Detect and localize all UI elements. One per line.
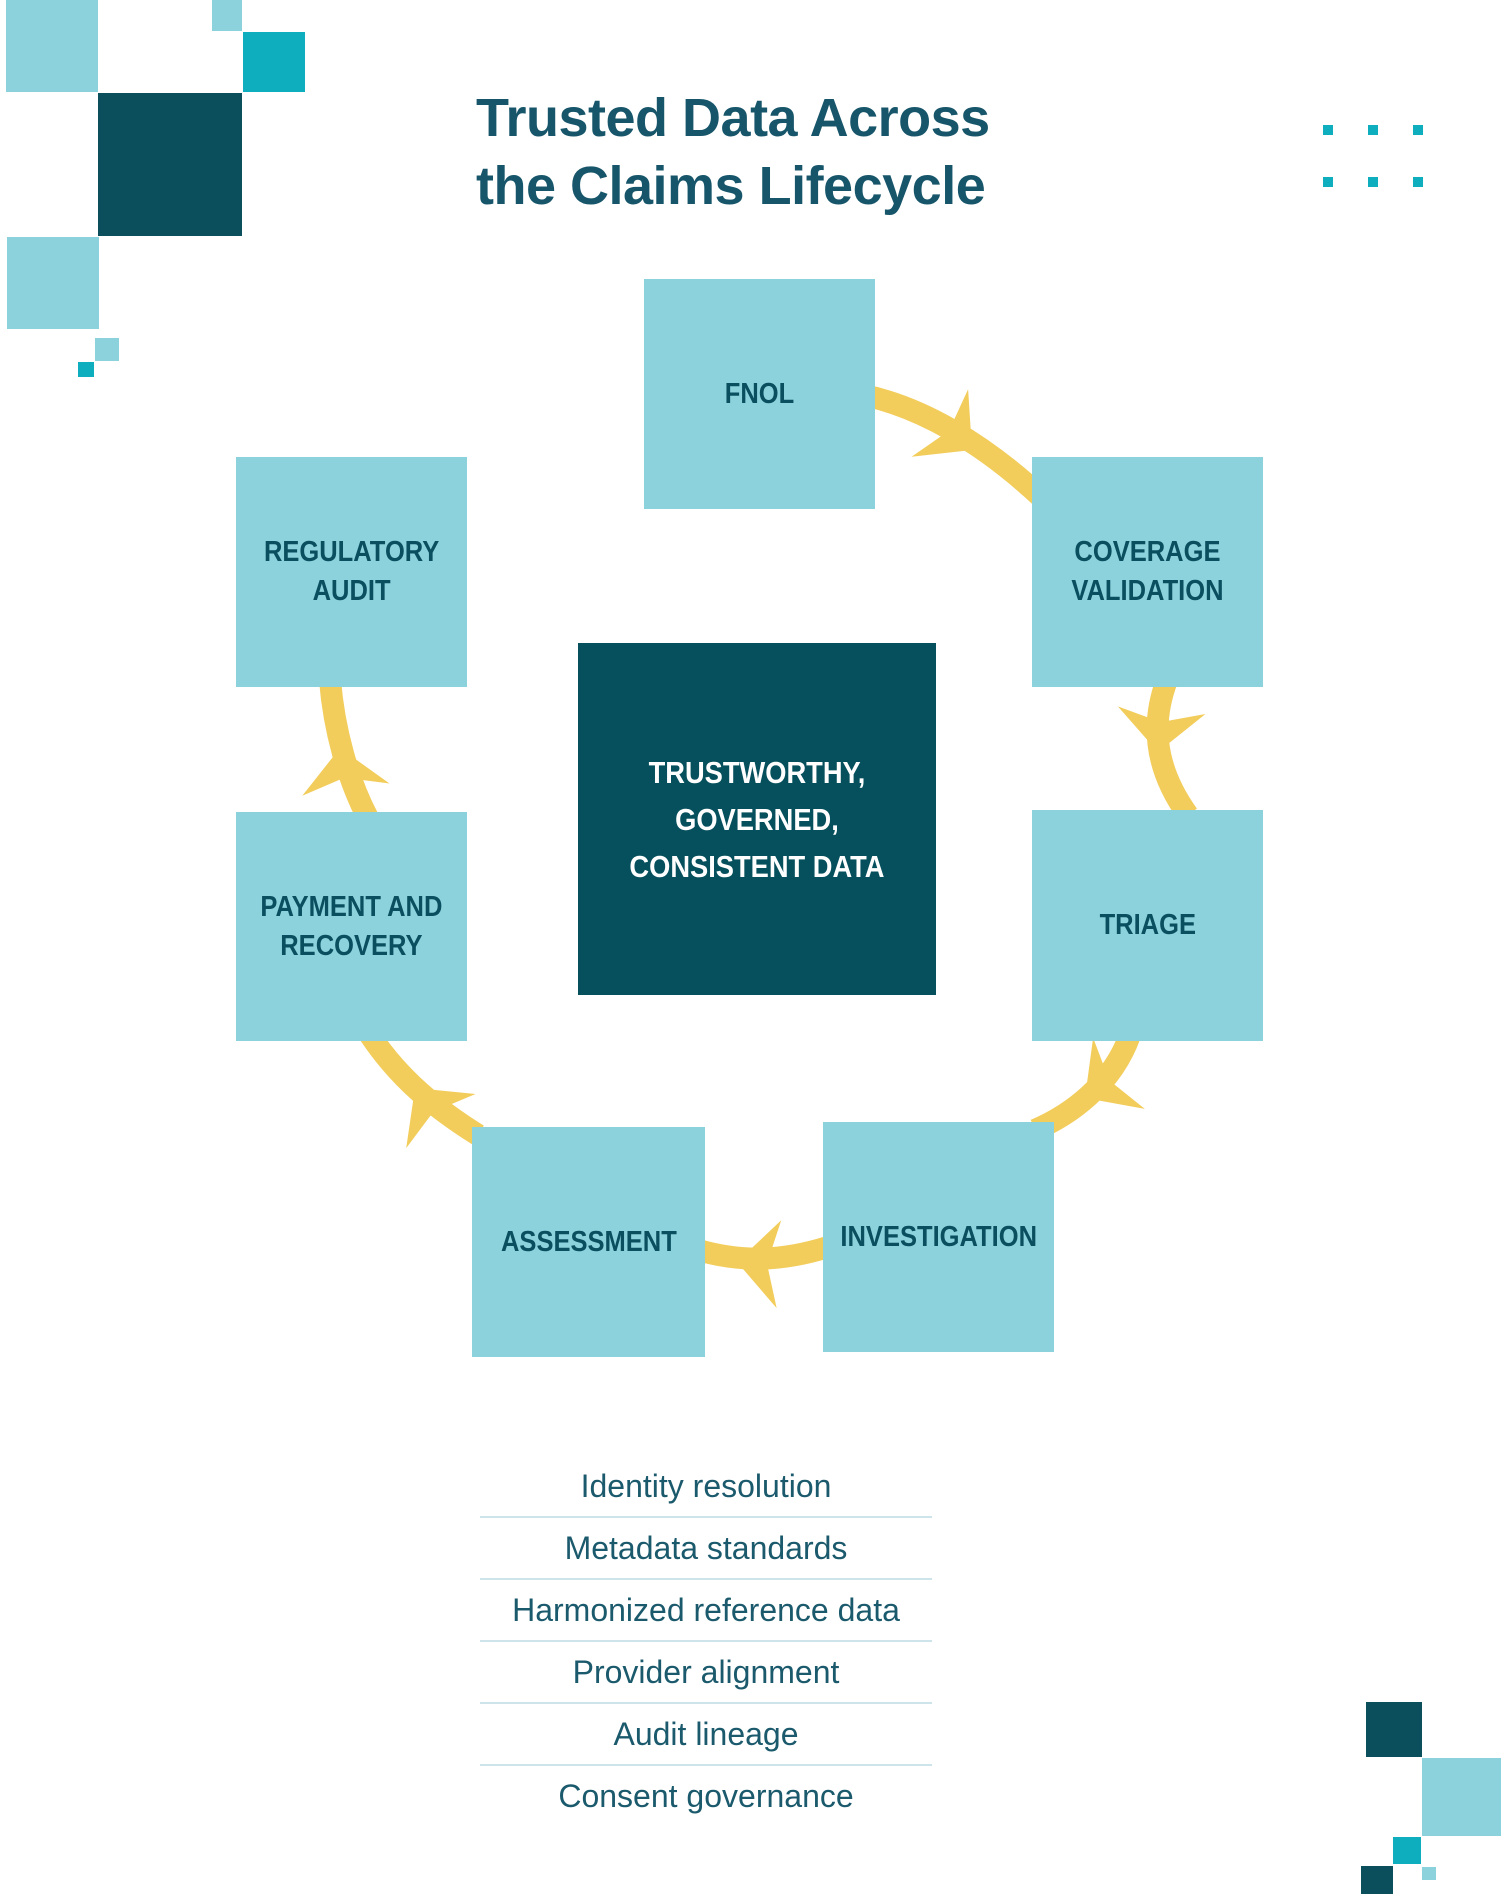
stage-box-fnol: FNOL bbox=[644, 279, 875, 509]
stage-box-payment-and-recovery: PAYMENT AND RECOVERY bbox=[236, 812, 467, 1041]
decor-square-dark bbox=[1366, 1702, 1422, 1757]
stage-label-regulatory-audit: REGULATORY AUDIT bbox=[263, 536, 440, 607]
decor-square-light bbox=[7, 237, 99, 329]
center-data-box: TRUSTWORTHY, GOVERNED, CONSISTENT DATA bbox=[578, 643, 936, 995]
page-title-line2: the Claims Lifecycle bbox=[476, 156, 986, 216]
arrowhead-investigation-to-assessment bbox=[737, 1220, 782, 1309]
page-title: Trusted Data Across the Claims Lifecycle bbox=[476, 84, 990, 220]
page-title-line1: Trusted Data Across bbox=[476, 88, 990, 148]
stage-box-regulatory-audit: REGULATORY AUDIT bbox=[236, 457, 467, 687]
list-item: Identity resolution bbox=[480, 1456, 932, 1518]
list-item: Audit lineage bbox=[480, 1704, 932, 1766]
list-item: Consent governance bbox=[558, 1777, 854, 1814]
center-data-label: TRUSTWORTHY, GOVERNED, CONSISTENT DATA bbox=[629, 754, 885, 884]
list-item: Provider alignment bbox=[480, 1642, 932, 1704]
decor-square-teal bbox=[243, 32, 305, 92]
stage-label-fnol: FNOL bbox=[724, 377, 795, 410]
stage-label-triage: TRIAGE bbox=[1099, 909, 1196, 941]
decor-square-light bbox=[1422, 1758, 1501, 1836]
decor-square-dark bbox=[98, 93, 242, 236]
stage-label-investigation: INVESTIGATION bbox=[840, 1220, 1037, 1253]
stage-box-assessment: ASSESSMENT bbox=[472, 1127, 705, 1357]
arrowhead-coverage-to-triage bbox=[1117, 706, 1206, 752]
decor-dot bbox=[1368, 125, 1378, 135]
decor-square-light bbox=[1422, 1867, 1436, 1880]
list-item: Harmonized reference data bbox=[480, 1580, 932, 1642]
list-item: Metadata standards bbox=[480, 1518, 932, 1580]
decor-square-dark bbox=[1361, 1866, 1393, 1894]
decor-dot bbox=[1323, 125, 1333, 135]
stage-label-assessment: ASSESSMENT bbox=[500, 1225, 677, 1258]
stage-label-payment-and-recovery: PAYMENT AND RECOVERY bbox=[260, 890, 443, 962]
arrowhead-triage-to-investigation bbox=[1085, 1037, 1145, 1109]
stage-label-coverage-validation: COVERAGE VALIDATION bbox=[1071, 536, 1224, 607]
decor-dot bbox=[1413, 125, 1423, 135]
decor-dot bbox=[1323, 177, 1333, 187]
decor-square-teal bbox=[1393, 1837, 1421, 1864]
stage-box-coverage-validation: COVERAGE VALIDATION bbox=[1032, 457, 1263, 687]
decor-square-teal bbox=[78, 362, 94, 377]
decor-square-light bbox=[95, 338, 119, 361]
decor-square-light bbox=[6, 0, 98, 92]
arrowhead-payment-to-regulatory bbox=[302, 748, 390, 796]
arrow-triage-to-investigation bbox=[1030, 1030, 1141, 1141]
arrowhead-assessment-to-payment bbox=[406, 1088, 476, 1149]
foundation-list: Identity resolution Metadata standards H… bbox=[480, 1456, 932, 1826]
decor-square-light bbox=[212, 0, 242, 31]
stage-box-triage: TRIAGE bbox=[1032, 810, 1263, 1041]
arrow-payment-to-regulatory bbox=[319, 679, 378, 824]
decor-dot bbox=[1413, 177, 1423, 187]
decor-dot bbox=[1368, 177, 1378, 187]
arrowhead-fnol-to-coverage bbox=[911, 389, 972, 457]
stage-box-investigation: INVESTIGATION bbox=[823, 1122, 1054, 1352]
